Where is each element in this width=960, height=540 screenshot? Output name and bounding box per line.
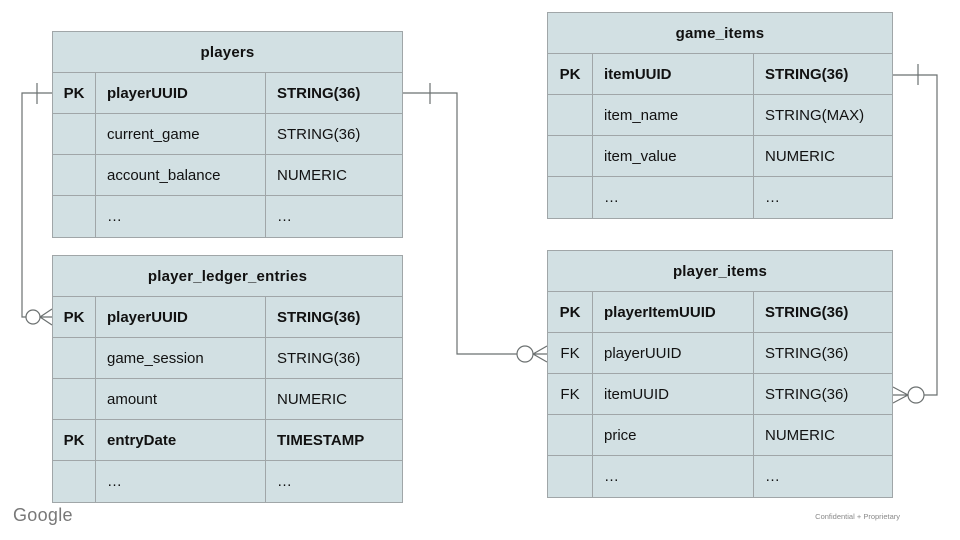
cell-type: STRING(36) (765, 385, 849, 403)
table-title-game_items: game_items (548, 13, 892, 54)
table-row: …… (548, 177, 892, 218)
google-logo: Google (13, 505, 73, 525)
cell-name: … (593, 456, 754, 497)
cell-type: STRING(36) (765, 65, 849, 83)
cell-type: STRING(36) (277, 349, 361, 367)
cell-name: itemUUID (593, 374, 754, 414)
cell-name: itemUUID (593, 54, 754, 94)
table-row: item_name STRING(MAX) (548, 95, 892, 136)
table-row: price NUMERIC (548, 415, 892, 456)
table-row: amount NUMERIC (53, 379, 402, 420)
cell-name: … (96, 461, 266, 502)
cell-type: … (765, 468, 780, 485)
cell-type: STRING(36) (277, 125, 361, 143)
cell-key (548, 177, 593, 218)
cell-key (548, 136, 593, 176)
cell-key (548, 95, 593, 135)
cell-key: PK (548, 54, 593, 94)
table-row: …… (53, 196, 402, 237)
confidential-note: Confidential + Proprietary (815, 512, 900, 521)
table-row: account_balance NUMERIC (53, 155, 402, 196)
relationship-path (403, 92, 517, 355)
cell-type: … (277, 473, 292, 490)
cell-key (548, 456, 593, 497)
table-row: …… (548, 456, 892, 497)
cell-name: playerItemUUID (593, 292, 754, 332)
cell-key: FK (548, 333, 593, 373)
relationship-path (893, 74, 938, 396)
cell-name: … (593, 177, 754, 218)
cell-key (53, 338, 96, 378)
cell-key (53, 155, 96, 195)
cell-key (53, 379, 96, 419)
cell-name: amount (96, 379, 266, 419)
cell-type: NUMERIC (765, 426, 835, 444)
cell-name: … (96, 196, 266, 237)
cell-type: STRING(36) (277, 308, 361, 326)
many-crowfoot-icon (532, 345, 548, 363)
cell-type: STRING(36) (277, 84, 361, 102)
cell-key: PK (53, 73, 96, 113)
cell-name: playerUUID (96, 297, 266, 337)
cell-key (53, 461, 96, 502)
table-row: game_session STRING(36) (53, 338, 402, 379)
cell-key (53, 114, 96, 154)
many-crowfoot-icon (39, 308, 53, 326)
zero-circle-icon (516, 345, 534, 363)
cell-name: price (593, 415, 754, 455)
cell-name: item_name (593, 95, 754, 135)
cell-key (53, 196, 96, 237)
cell-type: STRING(36) (765, 344, 849, 362)
cell-key: PK (548, 292, 593, 332)
table-row: …… (53, 461, 402, 502)
cell-name: account_balance (96, 155, 266, 195)
cell-key: PK (53, 297, 96, 337)
table-title-players: players (53, 32, 402, 73)
table-title-player_ledger_entries: player_ledger_entries (53, 256, 402, 297)
cell-type: STRING(MAX) (765, 106, 865, 124)
cell-type: … (765, 189, 780, 206)
cell-type: … (277, 208, 292, 225)
cell-key: FK (548, 374, 593, 414)
table-row: item_value NUMERIC (548, 136, 892, 177)
cell-name: playerUUID (96, 73, 266, 113)
cell-name: game_session (96, 338, 266, 378)
relationship-path (21, 92, 52, 318)
cell-type: NUMERIC (765, 147, 835, 165)
many-crowfoot-icon (892, 386, 909, 404)
cell-type: NUMERIC (277, 390, 347, 408)
cell-type: NUMERIC (277, 166, 347, 184)
cell-name: playerUUID (593, 333, 754, 373)
table-row: current_game STRING(36) (53, 114, 402, 155)
relationship-players-items (403, 83, 548, 363)
zero-circle-icon (25, 309, 41, 325)
cell-type: TIMESTAMP (277, 431, 365, 449)
cell-name: item_value (593, 136, 754, 176)
cell-key (548, 415, 593, 455)
cell-name: current_game (96, 114, 266, 154)
cell-key: PK (53, 420, 96, 460)
relationship-players-ledger (21, 83, 53, 326)
cell-type: STRING(36) (765, 303, 849, 321)
cell-name: entryDate (96, 420, 266, 460)
relationship-gameitems-playeritems (892, 64, 938, 404)
table-title-player_items: player_items (548, 251, 892, 292)
zero-circle-icon (907, 386, 925, 404)
